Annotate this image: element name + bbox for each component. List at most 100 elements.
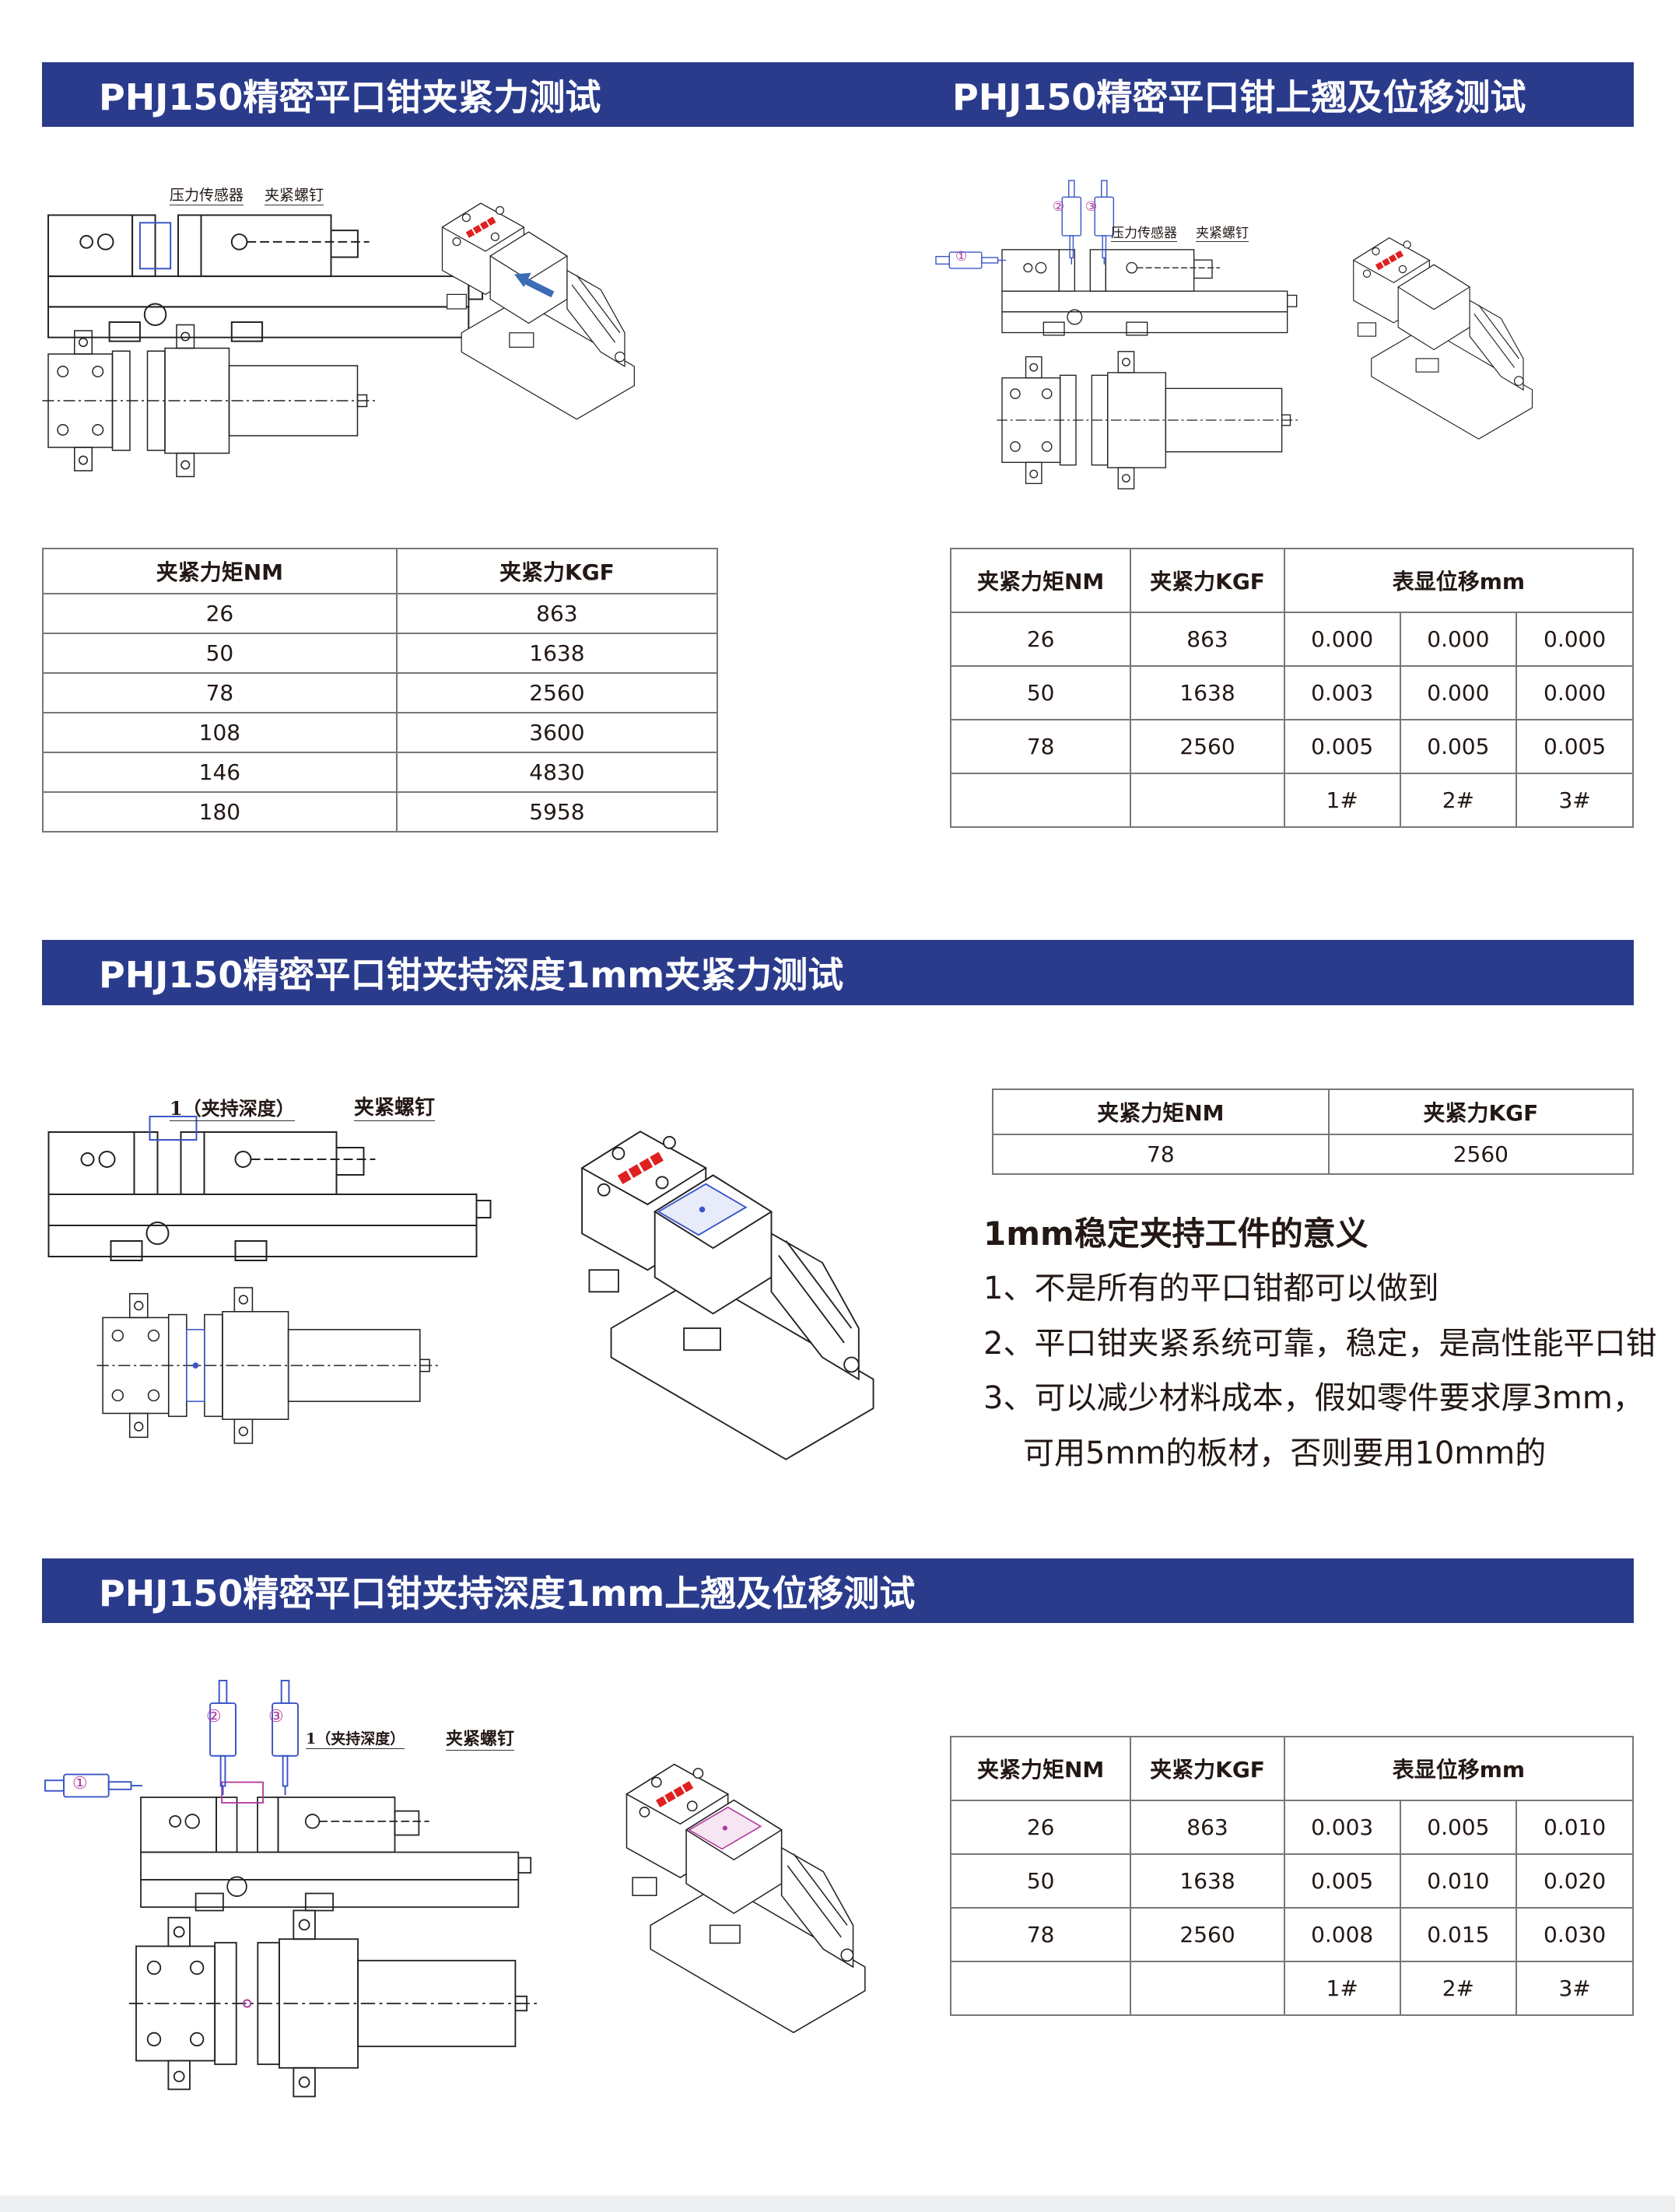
section-header-depth-clamping-force: PHJ150精密平口钳夹持深度1mm夹紧力测试	[42, 940, 1634, 1005]
dial-indicator-2-icon	[1061, 180, 1082, 265]
dial-number-1: ①	[955, 249, 968, 265]
cell: 0.010	[1516, 1800, 1634, 1855]
cell: 0.005	[1283, 719, 1401, 774]
cell: 0.000	[1399, 612, 1518, 667]
cell: 0.005	[1399, 719, 1518, 774]
vise-isometric-drawing	[581, 1131, 874, 1460]
pressure-sensor-label: 压力传感器	[170, 184, 244, 205]
cell: 50	[949, 665, 1132, 720]
note-line: 3、可以减少材料成本，假如零件要求厚3mm，	[983, 1380, 1644, 1416]
vise-isometric-drawing	[441, 202, 635, 420]
cell: 0.000	[1516, 612, 1634, 667]
cell: 1638	[395, 633, 719, 674]
cell: 2#	[1399, 1961, 1518, 2016]
cell	[949, 773, 1132, 828]
section-title: PHJ150精密平口钳夹紧力测试	[99, 75, 601, 118]
column-header: 夹紧力KGF	[1130, 548, 1285, 613]
clamp-screw-label: 夹紧螺钉	[446, 1725, 515, 1751]
dial-indicator-1-icon	[44, 1773, 143, 1798]
cell: 3#	[1516, 1961, 1634, 2016]
vise-top-view-drawing	[41, 324, 376, 478]
cell	[949, 1961, 1132, 2016]
dial-indicator-3-icon	[272, 1680, 299, 1797]
column-header: 表显位移mm	[1283, 1736, 1635, 1801]
cell: 3#	[1516, 773, 1634, 828]
vise-top-view-drawing	[96, 1287, 439, 1444]
cell: 0.020	[1516, 1853, 1634, 1909]
clamp-screw-label: 夹紧螺钉	[354, 1092, 436, 1121]
cell: 180	[42, 791, 398, 833]
cell: 2560	[395, 672, 719, 713]
cell: 2#	[1399, 773, 1518, 828]
cell: 1638	[1130, 1853, 1285, 1909]
cell: 2560	[1130, 1907, 1285, 1962]
cell: 2560	[1130, 719, 1285, 774]
cell: 0.005	[1283, 1853, 1401, 1909]
note-line: 1、不是所有的平口钳都可以做到	[983, 1271, 1439, 1306]
clamping-depth-label: 1（夹持深度）	[306, 1727, 405, 1749]
footer-band	[0, 2196, 1675, 2212]
cell: 3600	[395, 712, 719, 753]
column-header: 夹紧力矩NM	[42, 548, 398, 594]
cell: 146	[42, 752, 398, 793]
cell: 26	[42, 593, 398, 634]
table-row: 1#2#3#	[949, 1961, 1634, 2016]
cell: 1638	[1130, 665, 1285, 720]
cell: 26	[949, 612, 1132, 667]
column-header: 夹紧力矩NM	[949, 548, 1132, 613]
section-title: PHJ150精密平口钳夹持深度1mm夹紧力测试	[99, 954, 844, 996]
cell: 50	[949, 1853, 1132, 1909]
vise-side-view-drawing	[140, 1781, 532, 1912]
column-header: 夹紧力KGF	[1327, 1088, 1635, 1135]
vise-isometric-drawing	[1353, 237, 1533, 440]
vise-side-view-drawing	[47, 214, 484, 342]
cell: 0.015	[1399, 1907, 1518, 1962]
cell: 0.003	[1283, 665, 1401, 720]
cell	[1130, 773, 1285, 828]
cell: 78	[949, 719, 1132, 774]
cell: 863	[395, 593, 719, 634]
cell: 26	[949, 1800, 1132, 1855]
cell: 108	[42, 712, 398, 753]
cell: 4830	[395, 752, 719, 793]
cell: 0.030	[1516, 1907, 1634, 1962]
column-header: 夹紧力KGF	[395, 548, 719, 594]
cell: 78	[949, 1907, 1132, 1962]
vise-side-view-drawing	[1001, 249, 1298, 336]
clamping-depth-label: 1（夹持深度）	[170, 1093, 295, 1121]
vise-isometric-drawing	[625, 1763, 866, 2034]
dial-number-2: ②	[1053, 199, 1065, 215]
note-line: 可用5mm的板材，否则要用10mm的	[1023, 1436, 1547, 1471]
column-header: 表显位移mm	[1283, 548, 1635, 613]
section-title: PHJ150精密平口钳夹持深度1mm上翘及位移测试	[99, 1572, 916, 1614]
cell: 0.010	[1399, 1853, 1518, 1909]
cell: 78	[42, 672, 398, 713]
dial-number-1: ①	[72, 1774, 88, 1793]
column-header: 夹紧力矩NM	[992, 1088, 1330, 1135]
cell	[1130, 1961, 1285, 2016]
cell: 0.000	[1283, 612, 1401, 667]
cell: 0.005	[1399, 1800, 1518, 1855]
dial-indicator-1-icon	[935, 251, 1007, 269]
cell: 1#	[1283, 1961, 1401, 2016]
dial-number-3: ③	[268, 1707, 284, 1726]
note-line: 2、平口钳夹紧系统可靠，稳定，是高性能平口钳	[983, 1326, 1657, 1362]
section-title: PHJ150精密平口钳上翘及位移测试	[952, 75, 1526, 118]
clamp-screw-label: 夹紧螺钉	[265, 184, 324, 205]
table-row: 1#2#3#	[949, 773, 1634, 828]
dial-number-3: ③	[1085, 199, 1098, 215]
vise-side-view-drawing	[47, 1116, 492, 1261]
vise-top-view-drawing	[128, 1909, 538, 2098]
